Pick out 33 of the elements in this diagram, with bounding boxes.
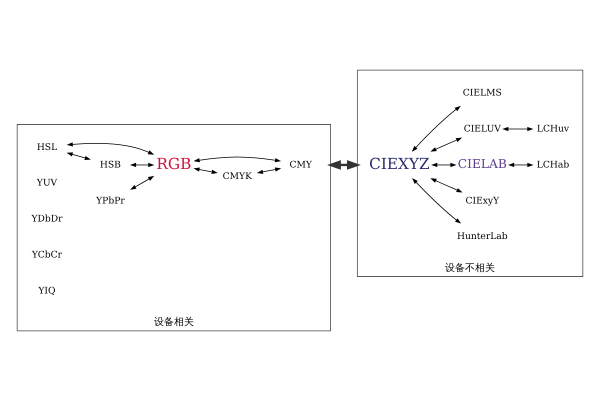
- arrow: [130, 162, 154, 167]
- arrow: [412, 105, 461, 152]
- arrow: [256, 166, 282, 174]
- node-text: HSL: [36, 141, 58, 152]
- arrow: [66, 152, 91, 160]
- node-text: LCHuv: [536, 122, 570, 134]
- node-text: CIELAB: [458, 156, 507, 170]
- arrow: [193, 166, 218, 174]
- arrow: [66, 142, 154, 154]
- arrow: [431, 162, 457, 167]
- node-text: RGB: [156, 154, 192, 172]
- arrow: [194, 156, 282, 162]
- arrow: [508, 162, 534, 167]
- node-text: YUV: [36, 177, 58, 188]
- arrow: [130, 175, 154, 190]
- arrow: [430, 137, 462, 152]
- node-text: HunterLab: [456, 230, 508, 242]
- node-text: YCbCr: [32, 249, 62, 260]
- node-text: CIExyY: [465, 194, 500, 206]
- arrow: [412, 178, 462, 224]
- node-text: YPbPr: [96, 194, 125, 206]
- node-text: CMYK: [222, 170, 252, 182]
- node-text: HSB: [100, 158, 121, 170]
- arrow: [502, 126, 534, 131]
- node-text: YDbDr: [32, 213, 62, 224]
- node-text: YIQ: [38, 284, 56, 296]
- node-text: CIELUV: [464, 122, 501, 134]
- arrow: [430, 178, 463, 192]
- node-text: LCHab: [536, 158, 570, 170]
- arrow: [327, 160, 361, 170]
- node-text: CIEXYZ: [369, 154, 430, 172]
- node-text: CMY: [290, 158, 312, 170]
- node-text: CIELMS: [462, 86, 502, 98]
